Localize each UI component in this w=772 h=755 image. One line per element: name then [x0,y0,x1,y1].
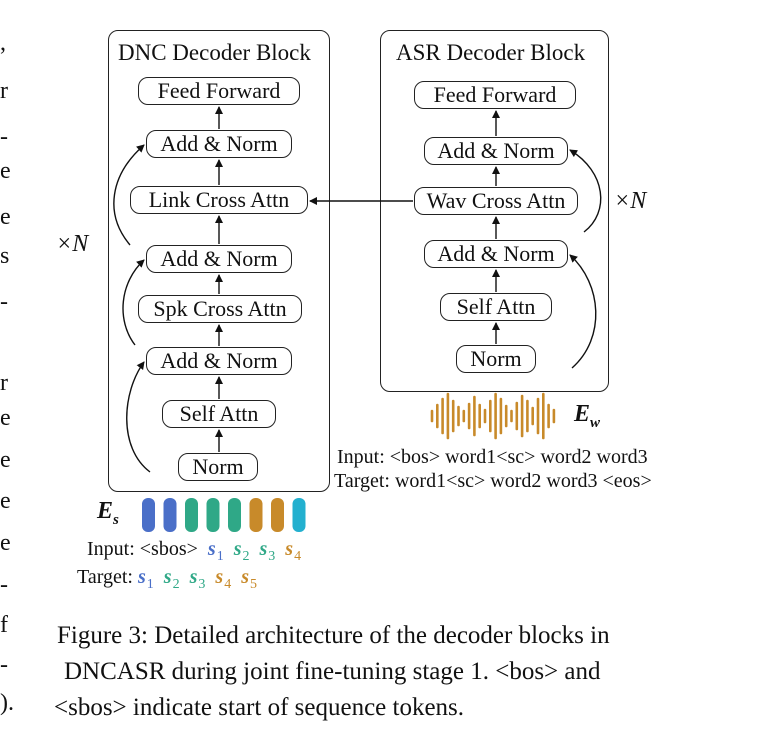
left-margin-fragment: e [0,405,11,431]
left-margin-fragment: - [0,289,8,315]
left-margin-fragment: , [0,30,6,56]
sequence-token: s4 [285,538,302,564]
speaker-embedding-bar [206,498,220,532]
speaker-embedding-bar [271,498,284,532]
speaker-embedding-bar [228,498,241,532]
asr-decoder-block [380,30,609,392]
sequence-token: s4 [215,566,232,592]
dnc-link-cross-attn: Link Cross Attn [130,186,308,214]
dnc-input-tokens: <sbos> s1 s2 s3 s4 [139,538,311,564]
dnc-block-title: DNC Decoder Block [118,40,311,65]
speaker-embedding-bar [292,498,306,532]
asr-block-title: ASR Decoder Block [396,40,586,65]
figure-caption-line-1: Figure 3: Detailed architecture of the d… [57,622,610,649]
dnc-target-label: Target: [77,566,133,588]
asr-target-sequence: Target: word1<sc> word2 word3 <eos> [334,470,652,492]
sequence-token: s1 [207,538,224,564]
left-margin-fragment: r [0,370,8,396]
left-margin-fragment: e [0,488,11,514]
asr-add-norm-1: Add & Norm [424,240,568,268]
left-margin-fragment: r [0,78,8,104]
speaker-embedding-bar [142,498,155,532]
dnc-self-attn: Self Attn [162,400,276,428]
waveform-icon [430,392,556,440]
speaker-embedding-bars [142,498,306,532]
left-margin-fragment: - [0,572,8,598]
dnc-input-sequence: Input: <sbos> s1 s2 s3 s4 [87,538,311,565]
left-margin-fragment: e [0,204,11,230]
asr-repeat-label: ×N [614,188,647,214]
left-margin-fragment: - [0,652,8,678]
asr-add-norm-2: Add & Norm [424,137,568,165]
asr-residual-2 [569,149,602,233]
left-margin-fragment: - [0,124,8,150]
sequence-token: s2 [163,566,180,592]
dnc-norm: Norm [178,453,258,481]
left-margin-fragment: e [0,158,11,184]
speaker-embedding-bar [185,498,198,532]
left-margin-fragment: ). [0,690,14,716]
dnc-target-sequence: Target: s1 s2 s3 s4 s5 [77,566,267,593]
dnc-spk-cross-attn: Spk Cross Attn [138,295,302,323]
dnc-decoder-block [108,30,330,492]
dnc-feed-forward: Feed Forward [138,77,300,105]
dnc-input-label: Input: [87,538,135,560]
left-margin-fragment: e [0,530,11,556]
sequence-token: s3 [259,538,276,564]
dnc-residual-2 [122,259,145,346]
speaker-embedding-bar [249,498,263,532]
sequence-token: <sbos> [139,538,198,560]
asr-feed-forward: Feed Forward [414,81,576,109]
sequence-token: s2 [233,538,250,564]
dnc-residual-3 [113,144,145,246]
sequence-token: s3 [189,566,206,592]
speaker-embedding-bar [163,498,177,532]
dnc-add-norm-1: Add & Norm [146,347,292,375]
dnc-add-norm-2: Add & Norm [146,245,292,273]
asr-norm: Norm [456,345,536,373]
figure-caption-line-3: <sbos> indicate start of sequence tokens… [54,694,465,721]
left-margin-fragment: e [0,447,11,473]
figure-caption-line-2: DNCASR during joint fine-tuning stage 1.… [64,658,601,685]
dnc-add-norm-3: Add & Norm [146,130,292,158]
left-margin-fragment: s [0,243,10,269]
dnc-repeat-label: ×N [56,231,89,257]
sequence-token: s1 [138,566,154,592]
asr-input-sequence: Input: <bos> word1<sc> word2 word3 [337,446,648,468]
dnc-residual-1 [126,361,151,473]
sequence-token: s5 [241,566,257,592]
asr-residual-1 [569,254,597,369]
asr-wav-cross-attn: Wav Cross Attn [414,187,578,215]
dnc-target-tokens: s1 s2 s3 s4 s5 [138,566,267,592]
wave-embedding-label: Ew [574,401,601,431]
speaker-embedding-label: Es [97,498,119,528]
left-margin-fragment: f [0,612,8,638]
asr-self-attn: Self Attn [440,293,552,321]
